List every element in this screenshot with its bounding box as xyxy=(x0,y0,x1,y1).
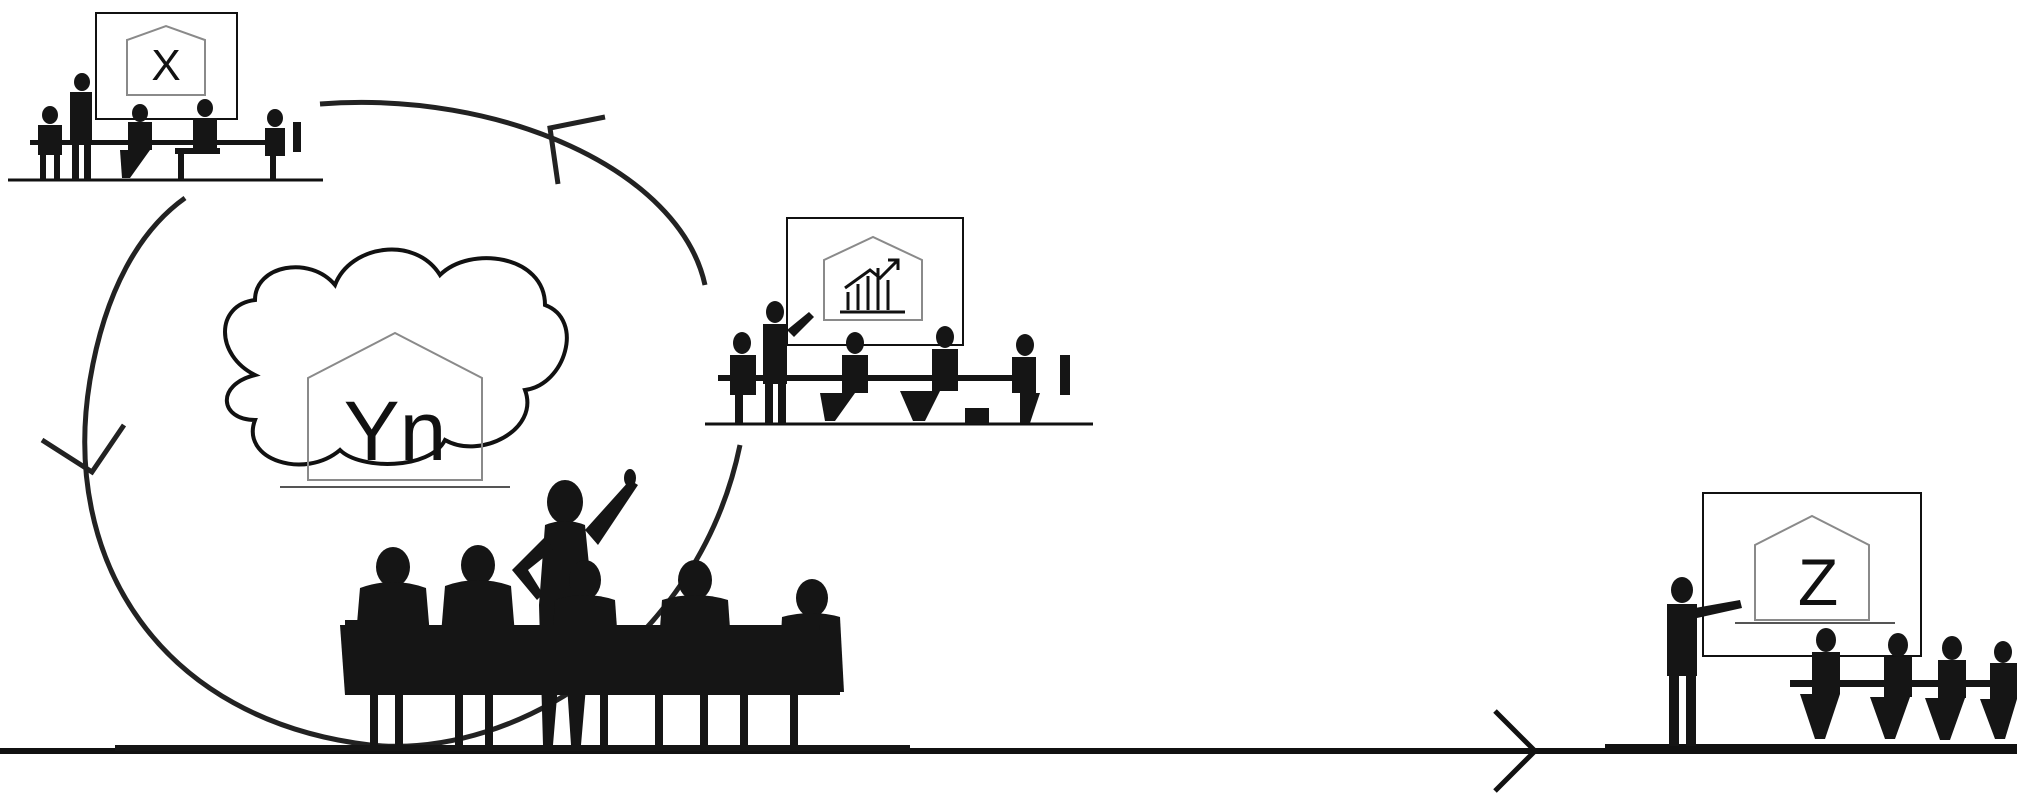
meeting-chart xyxy=(705,217,1093,426)
board-x xyxy=(95,12,238,120)
house-icon xyxy=(126,24,206,96)
cycle-arc-top xyxy=(319,99,708,286)
label-z: Z xyxy=(1798,545,1838,619)
people-x-silhouette xyxy=(30,73,301,180)
house-icon xyxy=(307,331,483,481)
cycle-arrow-top-icon xyxy=(547,114,606,185)
board-chart xyxy=(786,217,964,346)
house-icon xyxy=(823,235,923,321)
people-z-silhouette xyxy=(1667,577,2017,746)
meeting-yn: Yn xyxy=(115,247,910,751)
board-z xyxy=(1702,492,1922,657)
label-x: X xyxy=(151,41,180,90)
meeting-z: Z xyxy=(1605,492,2017,748)
iteration-cycle xyxy=(40,99,743,749)
chart-icon xyxy=(840,258,905,314)
label-yn: Yn xyxy=(344,384,447,478)
cycle-arc-left xyxy=(82,195,371,748)
meeting-x: X xyxy=(8,12,323,182)
house-icon xyxy=(1754,514,1870,621)
people-yn-silhouette xyxy=(115,469,910,751)
timeline-arrow-icon xyxy=(1493,709,1539,793)
cycle-arrow-left-icon xyxy=(40,423,127,476)
people-chart-silhouette xyxy=(718,301,1070,424)
